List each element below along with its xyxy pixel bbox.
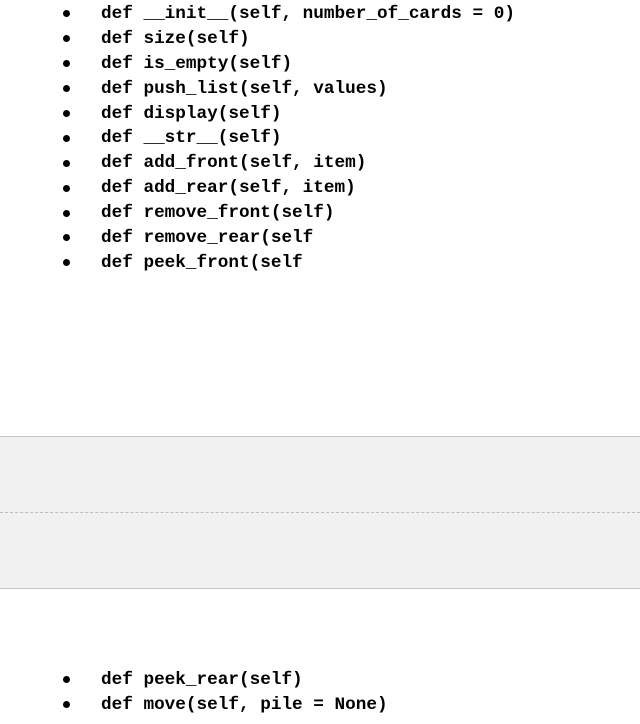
bullet <box>63 134 70 142</box>
list-item: def push_list(self, values) <box>0 77 640 102</box>
bullet <box>63 234 70 242</box>
list-item: def __init__(self, number_of_cards = 0) <box>0 2 640 27</box>
method-list-page-1: def __init__(self, number_of_cards = 0) … <box>0 2 640 276</box>
method-signature: def add_rear(self, item) <box>101 178 356 199</box>
list-item: def move(self, pile = None) <box>0 693 640 718</box>
page-break-divider <box>0 512 640 513</box>
method-signature: def push_list(self, values) <box>101 78 388 99</box>
method-signature: def __str__(self) <box>101 128 282 149</box>
list-item: def __str__(self) <box>0 126 640 151</box>
method-signature: def remove_front(self) <box>101 203 335 224</box>
bullet <box>63 159 70 167</box>
method-signature: def size(self) <box>101 28 250 49</box>
list-item: def peek_rear(self) <box>0 668 640 693</box>
bullet <box>63 110 70 117</box>
method-signature: def remove_rear(self <box>101 228 314 249</box>
method-signature: def is_empty(self) <box>101 53 293 74</box>
list-item: def add_rear(self, item) <box>0 176 640 201</box>
bullet <box>63 60 70 68</box>
method-list-page-2: def peek_rear(self) def move(self, pile … <box>0 668 640 718</box>
list-item: def display(self) <box>0 102 640 127</box>
bullet <box>63 701 70 709</box>
list-item: def is_empty(self) <box>0 52 640 77</box>
bullet <box>63 184 70 192</box>
method-signature: def peek_rear(self) <box>101 670 303 690</box>
method-signature: def __init__(self, number_of_cards = 0) <box>101 4 515 24</box>
method-signature: def display(self) <box>101 103 282 124</box>
method-signature: def peek_front(self <box>101 252 303 273</box>
bullet <box>63 35 70 43</box>
bullet <box>63 10 70 18</box>
bullet <box>63 209 70 217</box>
method-signature: def move(self, pile = None) <box>101 694 388 715</box>
bullet <box>63 85 70 93</box>
page-gap <box>0 436 640 589</box>
list-item: def size(self) <box>0 27 640 52</box>
list-item: def remove_front(self) <box>0 201 640 226</box>
list-item: def remove_rear(self <box>0 226 640 251</box>
bullet <box>63 676 70 684</box>
list-item: def add_front(self, item) <box>0 151 640 176</box>
bullet <box>63 259 70 267</box>
method-signature: def add_front(self, item) <box>101 153 367 174</box>
list-item: def peek_front(self <box>0 251 640 276</box>
